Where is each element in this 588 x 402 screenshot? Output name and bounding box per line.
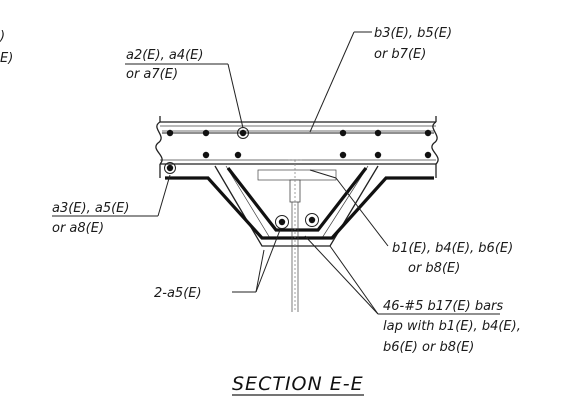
svg-text:a2(E), a4(E): a2(E), a4(E) — [126, 48, 203, 63]
svg-text:lap with b1(E), b4(E),: lap with b1(E), b4(E), — [383, 319, 521, 334]
top-bar-dots — [166, 127, 432, 139]
svg-text:or a8(E): or a8(E) — [52, 221, 104, 236]
svg-text:46-#5 b17(E) bars: 46-#5 b17(E) bars — [383, 299, 503, 314]
svg-text:or a7(E): or a7(E) — [126, 67, 178, 82]
svg-text:b1(E), b4(E), b6(E): b1(E), b4(E), b6(E) — [392, 241, 513, 256]
haunch-outline — [214, 165, 379, 247]
edge-fragment-middle: E) — [0, 51, 13, 66]
svg-text:b6(E) or b8(E): b6(E) or b8(E) — [383, 340, 474, 355]
bent-bar-b1 — [165, 176, 434, 240]
label-46-bars: 46-#5 b17(E) bars lap with b1(E), b4(E),… — [383, 299, 521, 355]
label-2-a5: 2-a5(E) — [154, 286, 202, 301]
svg-text:or b8(E): or b8(E) — [408, 261, 460, 276]
svg-text:or b7(E): or b7(E) — [374, 47, 426, 62]
svg-text:b3(E), b5(E): b3(E), b5(E) — [374, 26, 452, 41]
label-b3-b5-b7: b3(E), b5(E) or b7(E) — [374, 26, 452, 62]
leader-lines — [52, 31, 500, 315]
label-a2-a4-a7: a2(E), a4(E) or a7(E) — [126, 48, 203, 82]
bottom-bar-dots — [164, 151, 432, 174]
haunch-bars — [275, 213, 319, 229]
label-a3-a5-a8: a3(E), a5(E) or a8(E) — [52, 201, 129, 236]
slab-outline — [155, 116, 439, 178]
center-steel-shape — [257, 159, 337, 312]
svg-text:a3(E), a5(E): a3(E), a5(E) — [52, 201, 129, 216]
bent-bar-b17 — [226, 167, 368, 232]
edge-fragment-top: ) — [0, 29, 5, 44]
label-b1-b4-b6-b8: b1(E), b4(E), b6(E) or b8(E) — [392, 241, 513, 276]
section-title: SECTION E-E — [232, 373, 364, 395]
